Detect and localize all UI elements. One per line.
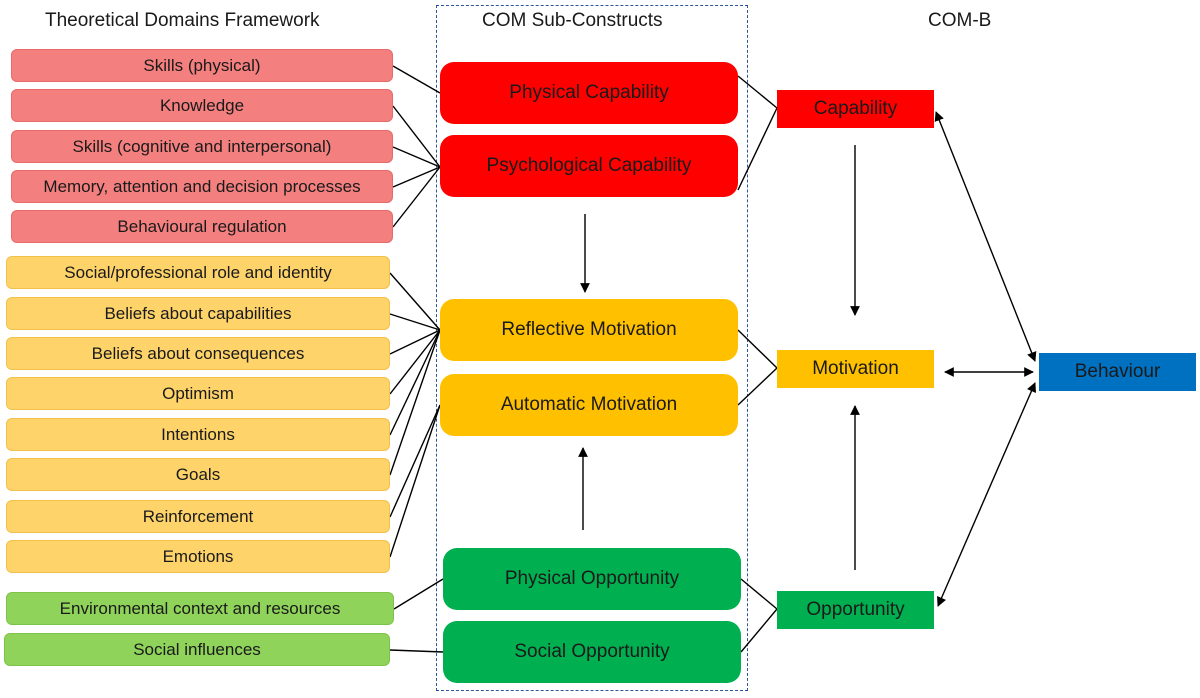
link-reflective-motivation [737,329,778,369]
sub-physical-capability: Physical Capability [440,62,738,124]
tdf-goals: Goals [6,458,390,491]
sub-physical-opportunity: Physical Opportunity [443,548,741,610]
tdf-reinforcement: Reinforcement [6,500,390,533]
tdf-optimism: Optimism [6,377,390,410]
link-psychcap-capability [737,107,778,191]
link-emotions [389,404,441,558]
link-physopp-opportunity [740,578,778,610]
comb-opportunity: Opportunity [777,591,934,629]
comb-capability: Capability [777,90,934,128]
sub-reflective-motivation: Reflective Motivation [440,299,738,361]
link-memory [392,166,441,188]
tdf-skills-physical: Skills (physical) [11,49,393,82]
sub-social-opportunity: Social Opportunity [443,621,741,683]
tdf-intentions: Intentions [6,418,390,451]
link-automatic-motivation [737,367,778,406]
comb-behaviour: Behaviour [1039,353,1196,391]
link-behavioural-regulation [392,166,441,228]
tdf-skills-cognitive: Skills (cognitive and interpersonal) [11,130,393,163]
link-socopp-opportunity [740,608,778,653]
link-goals [389,329,441,476]
com-b-header: COM-B [928,10,992,31]
link-skills-cognitive [392,146,441,168]
tdf-knowledge: Knowledge [11,89,393,122]
link-skills-physical [392,65,441,94]
sub-psychological-capability: Psychological Capability [440,135,738,197]
link-social-influences [389,649,444,653]
link-social-role [389,272,441,331]
tdf-social-influences: Social influences [4,633,390,666]
link-intentions [389,329,441,436]
link-reinforcement [389,404,441,518]
sub-constructs-frame [436,5,748,691]
tdf-behavioural-regulation: Behavioural regulation [11,210,393,243]
link-environmental [393,578,444,610]
tdf-memory-attention: Memory, attention and decision processes [11,170,393,203]
tdf-emotions: Emotions [6,540,390,573]
link-physcap-capability [737,75,778,109]
arrow-capability-behaviour [934,111,1037,362]
comb-motivation: Motivation [777,350,934,388]
link-knowledge [392,105,441,168]
sub-automatic-motivation: Automatic Motivation [440,374,738,436]
link-beliefs-consequences [389,329,441,355]
tdf-header: Theoretical Domains Framework [45,10,320,31]
link-beliefs-capabilities [389,313,441,331]
tdf-environmental-context: Environmental context and resources [6,592,394,625]
tdf-beliefs-capabilities: Beliefs about capabilities [6,297,390,330]
tdf-beliefs-consequences: Beliefs about consequences [6,337,390,370]
arrow-opportunity-behaviour [937,382,1036,607]
link-optimism [389,329,441,395]
tdf-social-role: Social/professional role and identity [6,256,390,289]
sub-constructs-header: COM Sub-Constructs [482,10,663,31]
